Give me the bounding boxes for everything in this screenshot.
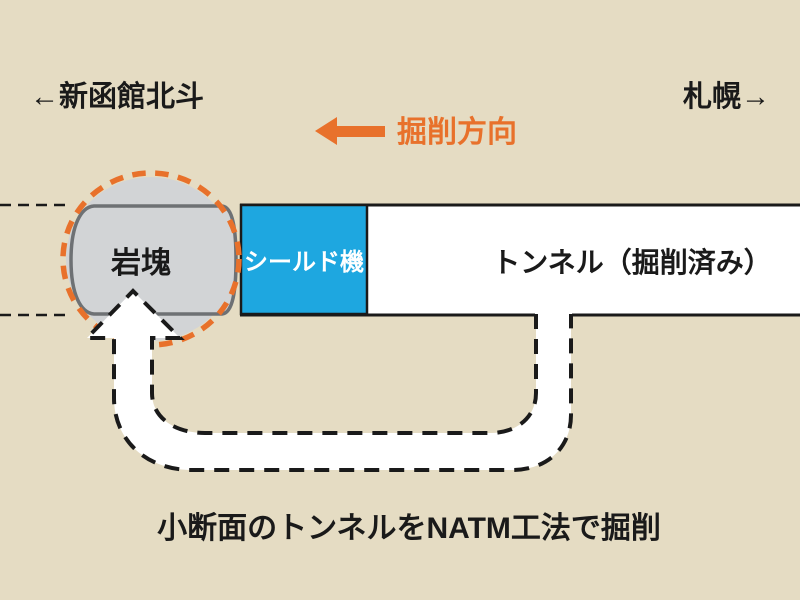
rock-label: 岩塊 (111, 247, 171, 280)
rock-highlight-dashed-ellipse (60, 170, 242, 348)
excavation-direction-arrow-icon (315, 117, 385, 145)
station-label-right: 札幌→ (683, 80, 770, 113)
tunnel-band: シールド機 トンネル（掘削済み） (239, 203, 800, 317)
caption-text: 小断面のトンネルをNATM工法で掘削 (157, 512, 661, 545)
bypass-arrow-dashed-outline (82, 288, 573, 472)
shield-machine-label: シールド機 (244, 249, 364, 276)
natm-bypass-arrow (82, 288, 573, 472)
excavation-direction-label: 掘削方向 (397, 115, 517, 149)
tunnel-profile-dashed-lines (0, 203, 72, 317)
station-label-left: ←新函館北斗 (30, 79, 204, 113)
excavation-direction: 掘削方向 (315, 115, 517, 149)
tunnel-excavated-label: トンネル（掘削済み） (492, 246, 771, 278)
rock-mass: 岩塊 (66, 177, 238, 341)
